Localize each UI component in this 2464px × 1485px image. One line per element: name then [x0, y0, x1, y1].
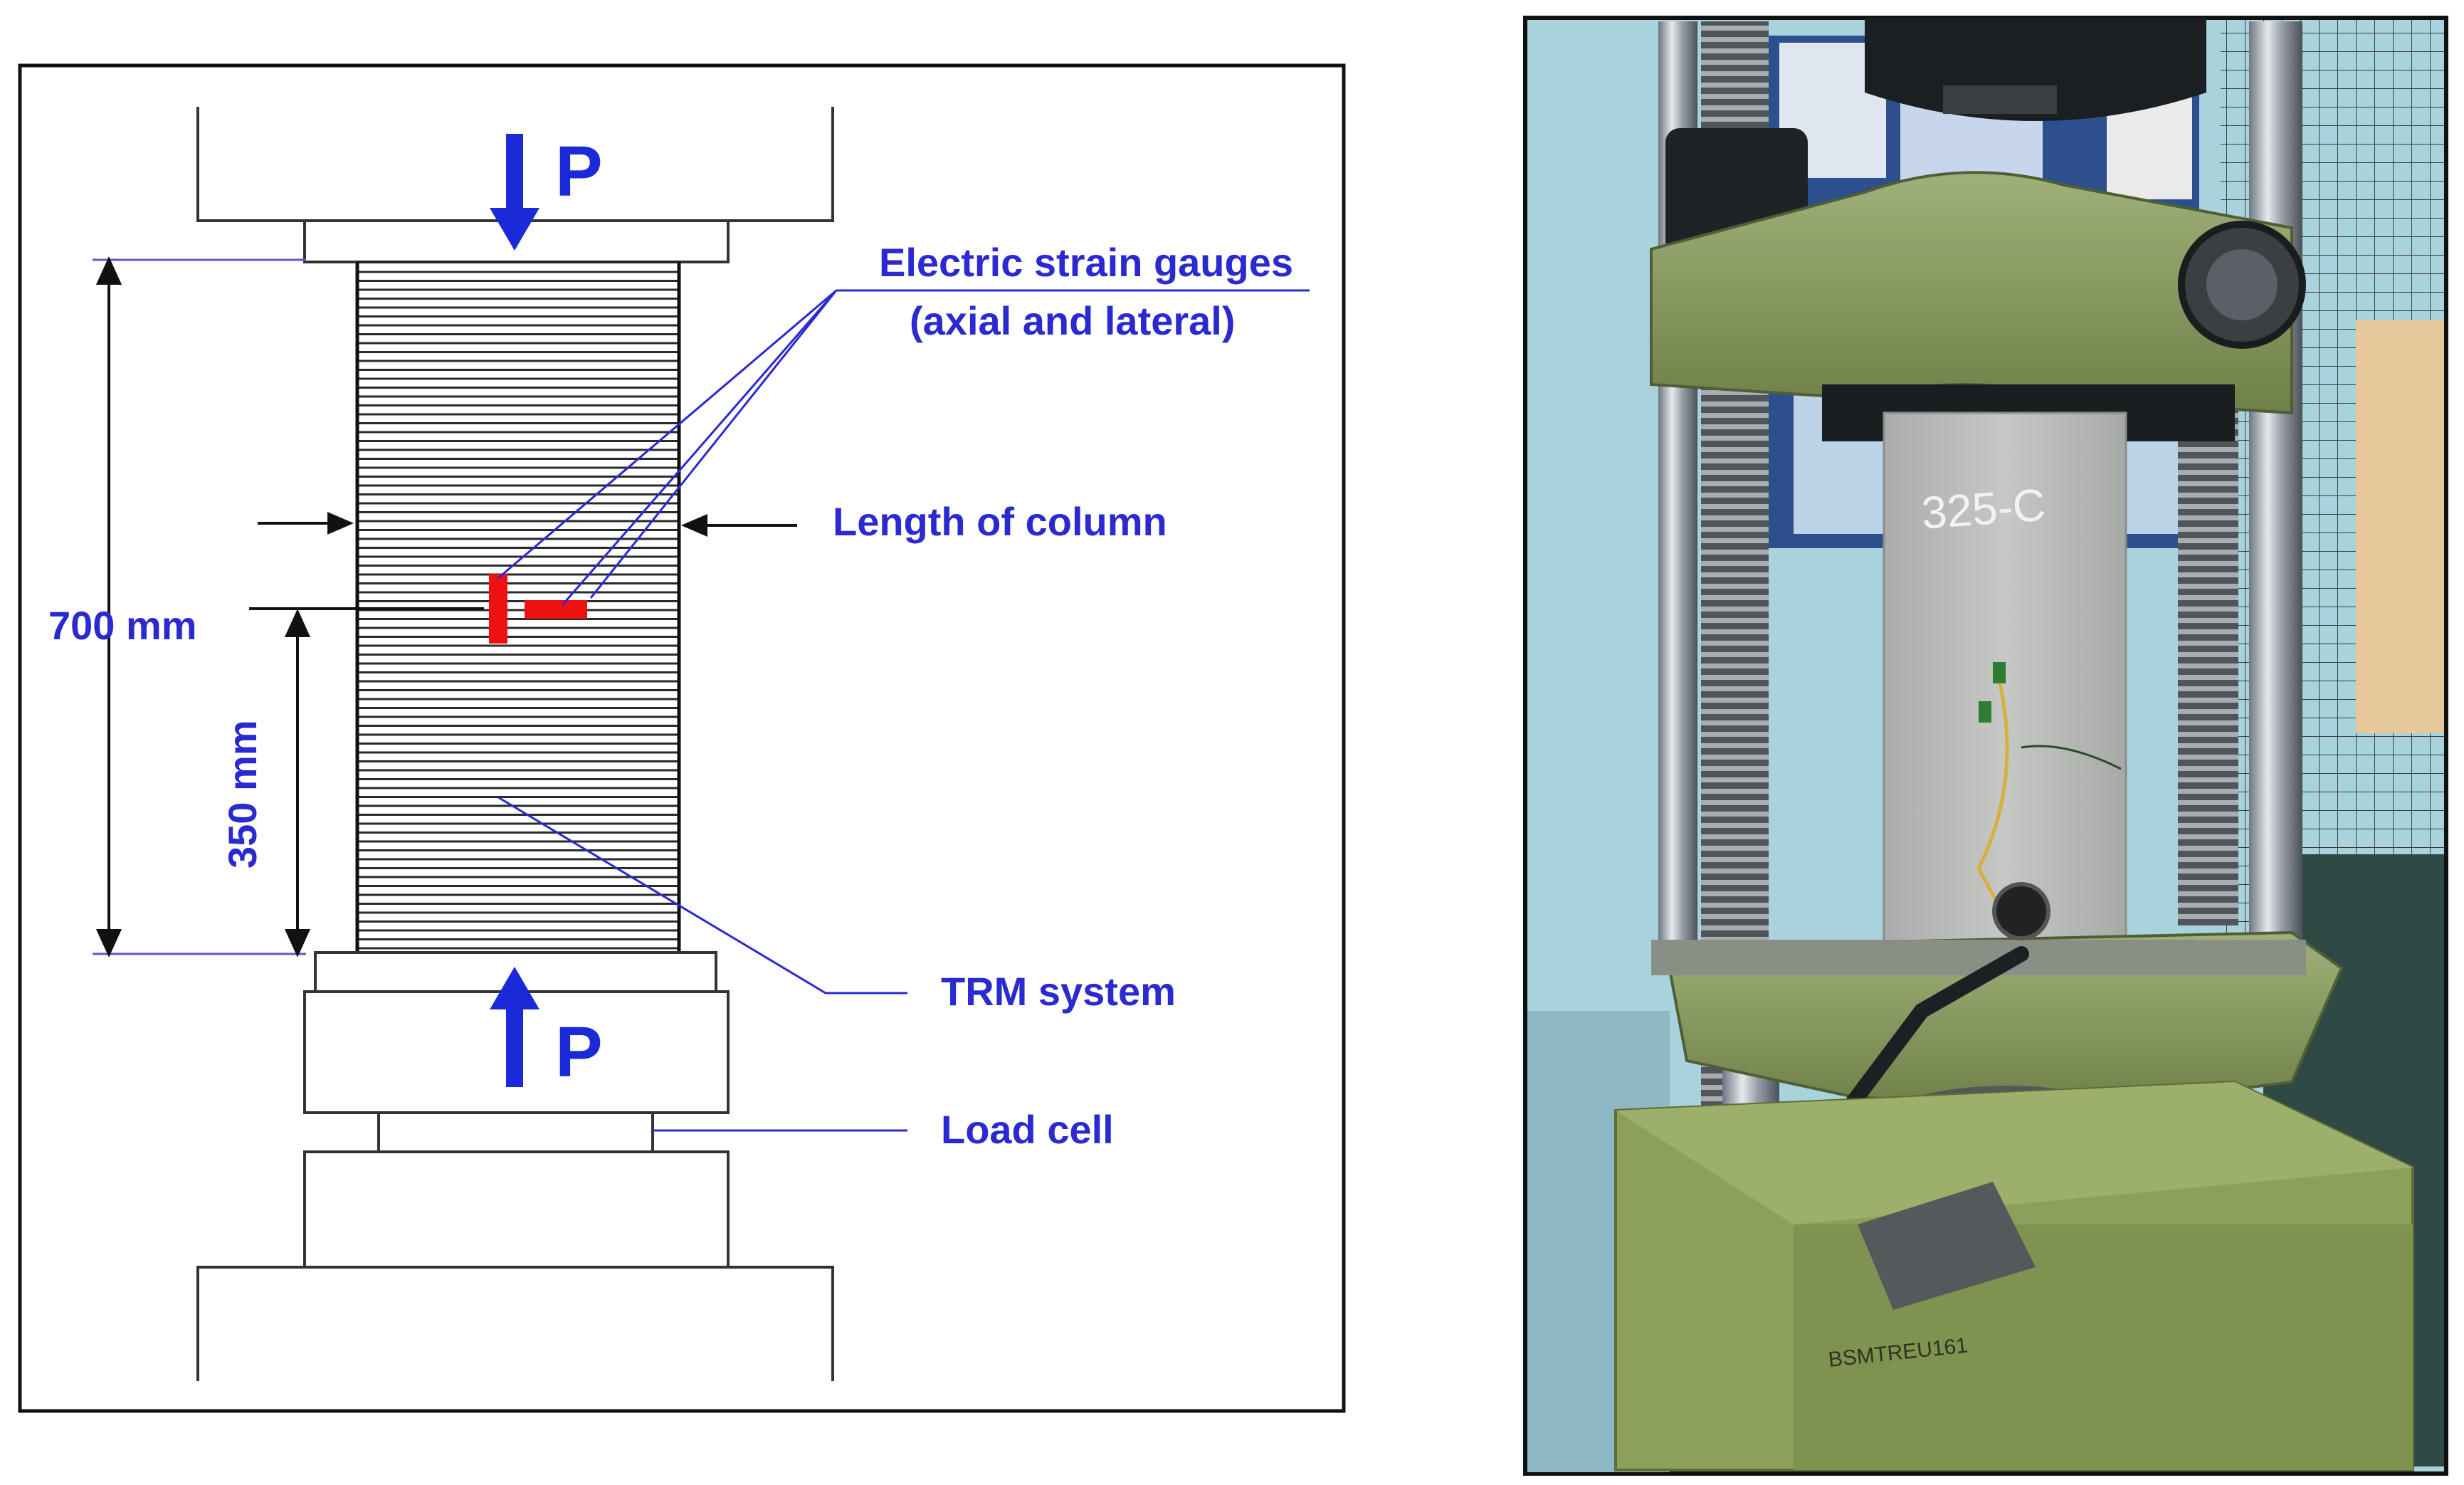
strain-gauge-leaders	[497, 289, 1310, 606]
right-guide-rod	[2249, 21, 2302, 954]
trm-system-label: TRM system	[941, 969, 1176, 1014]
top-load-label: P	[555, 132, 603, 211]
test-setup-schematic: P P Electric strain gauges (axial and la…	[18, 63, 1346, 1413]
top-load-arrow-icon	[490, 134, 539, 251]
axial-strain-gauge	[489, 574, 507, 644]
lateral-strain-gauge	[525, 600, 587, 619]
length-of-column-arrows	[258, 511, 797, 537]
load-cell-label: Load cell	[941, 1107, 1114, 1152]
concrete-specimen	[1883, 411, 2127, 962]
trm-system-leader	[497, 796, 907, 995]
test-machine-photo: 325-C BSMTREU161	[1523, 16, 2448, 1476]
dimension-350-label: 350 mm	[220, 720, 265, 869]
dimension-700	[93, 256, 306, 957]
strain-gauges-label-line1: Electric strain gauges	[879, 240, 1293, 285]
specimen-marking: 325-C	[1920, 479, 2047, 539]
dial-gauge-bottom	[1992, 882, 2050, 940]
length-of-column-label: Length of column	[833, 499, 1167, 544]
base-frame	[196, 1266, 834, 1381]
bottom-load-arrow-icon	[490, 967, 539, 1087]
bottom-load-label: P	[555, 1012, 603, 1092]
base-block	[303, 1150, 730, 1269]
load-cell	[377, 1111, 654, 1153]
dimension-700-label: 700 mm	[48, 603, 197, 648]
strain-gauges-label-line2: (axial and lateral)	[910, 298, 1236, 343]
dimension-350	[249, 607, 484, 957]
